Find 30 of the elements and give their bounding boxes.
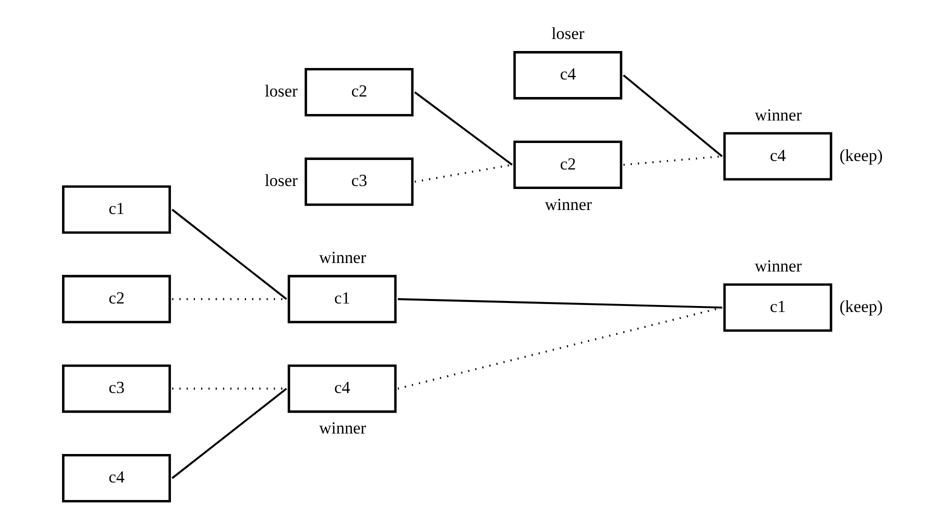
- node-box: c4: [287, 364, 396, 413]
- connector: [397, 298, 722, 309]
- node-box: c4: [512, 51, 622, 100]
- connector: [622, 155, 722, 166]
- node-box: c4: [62, 454, 170, 502]
- node-box: c1: [722, 283, 832, 332]
- node-box: c3: [62, 364, 170, 413]
- node-label: winner: [754, 256, 802, 276]
- node-label: winner: [318, 418, 366, 438]
- node-box: c2: [62, 274, 170, 324]
- node-label: (keep): [838, 297, 882, 316]
- node-label: loser: [550, 24, 584, 44]
- connector: [622, 74, 722, 158]
- node-label: winner: [544, 194, 592, 214]
- node-label: loser: [264, 171, 298, 190]
- node-box: c3: [304, 158, 414, 206]
- node-box: c1: [62, 185, 170, 234]
- connector: [414, 91, 512, 166]
- connector: [414, 164, 512, 183]
- node-box: c4: [722, 132, 832, 181]
- node-box: c2: [304, 68, 414, 116]
- node-label: (keep): [838, 146, 882, 165]
- node-label: loser: [264, 82, 298, 101]
- node-label: winner: [318, 248, 366, 268]
- connector: [397, 306, 722, 390]
- node-box: c1: [287, 274, 396, 324]
- connector: [171, 208, 287, 300]
- connector: [171, 388, 287, 479]
- node-box: c2: [512, 140, 622, 189]
- node-label: winner: [754, 105, 802, 124]
